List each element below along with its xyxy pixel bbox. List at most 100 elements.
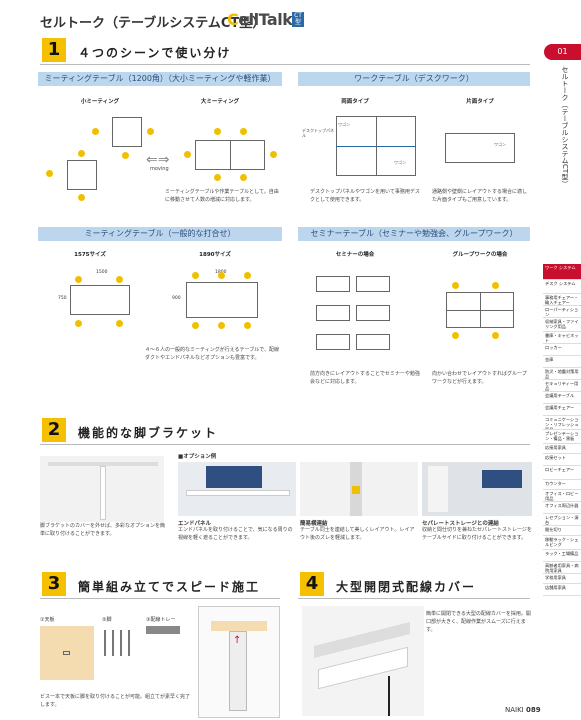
divider: [40, 64, 530, 65]
size-1575-label: 1575サイズ: [74, 252, 106, 258]
part-3-label: ③配線トレー: [146, 617, 176, 623]
tabletop-image: [40, 626, 94, 680]
move-arrow-icon: ⇐⇒: [146, 152, 170, 168]
sidebar-item[interactable]: ワーク システム: [543, 264, 581, 280]
seminar-desk: [356, 276, 390, 292]
single-type-label: 片面タイプ: [466, 99, 494, 105]
panel-label: デスクトップパネル: [302, 128, 334, 138]
table-diagram: [112, 117, 142, 147]
section-4-title: 大型開閉式配線カバー: [336, 580, 477, 594]
cover-description: 簡単に開閉できる大型の配線カバーを採用。開口部が大きく、配線作業がスムーズに行え…: [426, 611, 531, 633]
page-number: 089: [525, 706, 541, 714]
section-3-title: 簡単組み立てでスピード施工: [78, 580, 261, 594]
sidebar-item[interactable]: ロッカー: [543, 344, 581, 356]
seminar-desk: [316, 276, 350, 292]
sidebar-item[interactable]: 間仕切り: [543, 526, 581, 536]
large-meeting-label: 大ミーティング: [200, 99, 240, 105]
option-heading: ■オプション例: [178, 454, 217, 460]
chair-dot: [492, 332, 499, 339]
sidebar-item[interactable]: ラック・工場備品: [543, 550, 581, 562]
section-3-number: 3: [42, 572, 66, 596]
seminar-band: セミナーテーブル（セミナーや勉強会、グループワーク）: [298, 227, 530, 241]
option-1-title: エンドパネル: [178, 521, 212, 527]
chair-dot: [78, 150, 85, 157]
chair-dot: [214, 128, 221, 135]
section-2-title: 機能的な脚ブラケット: [78, 426, 219, 440]
cable-cover-image: [302, 606, 424, 716]
table-diagram: [67, 160, 97, 190]
height-dimension: 750: [58, 296, 67, 301]
moving-label: moving: [150, 166, 169, 172]
table-joint: [446, 310, 514, 311]
sidebar-item[interactable]: カウンター: [543, 480, 581, 490]
bracket-photo: [40, 456, 164, 522]
chair-dot: [192, 322, 199, 329]
assembly-detail-image: ↑: [198, 606, 280, 718]
part-1-label: ①天板: [40, 617, 55, 623]
chair-dot: [244, 272, 251, 279]
wagon-label: ワゴン: [494, 142, 506, 147]
meeting1-description: ミーティングテーブルや作業テーブルとして。自由に移動させて人数の増減に対応します…: [165, 189, 279, 203]
chair-dot: [218, 272, 225, 279]
sidebar-item[interactable]: 高齢者用家具・病院用家具: [543, 562, 581, 574]
chair-dot: [214, 174, 221, 181]
seminar-desk: [356, 305, 390, 321]
divider: [40, 444, 530, 445]
section-1-title: ４つのシーンで使い分け: [78, 46, 232, 60]
table-1575-diagram: [70, 285, 130, 315]
chair-dot: [46, 170, 53, 177]
sidebar-item[interactable]: オフィス周辺什器: [543, 502, 581, 514]
chapter-tab[interactable]: 01: [544, 44, 581, 60]
table-joint: [230, 140, 231, 170]
sidebar-item[interactable]: レセプション・演台: [543, 514, 581, 526]
divider: [40, 598, 280, 599]
option-3-description: 収納と間仕切りを兼ねたセパレートストレージをテーブルサイドに取り付けることができ…: [422, 527, 532, 541]
sidebar-item[interactable]: 店舗用家具: [543, 584, 581, 596]
seminar-desk: [316, 305, 350, 321]
sidebar-item[interactable]: オフィス・ロビー用品: [543, 490, 581, 502]
size-1890-label: 1890サイズ: [199, 252, 231, 258]
chapter-vertical-title: セルトーク（テーブルシステムCT型）: [561, 66, 569, 188]
sidebar-item[interactable]: 防災・地震対策用品: [543, 368, 581, 380]
sidebar-item[interactable]: 応接用家具: [543, 444, 581, 454]
arrow-up-icon: ↑: [233, 635, 242, 646]
legs-image: [104, 630, 134, 658]
endpanel-photo: [178, 462, 296, 516]
sidebar-item[interactable]: コミュニケーション・リフレッシュ家具: [543, 416, 581, 430]
chair-dot: [92, 128, 99, 135]
sidebar-item[interactable]: 金庫: [543, 356, 581, 368]
small-meeting-label: 小ミーティング: [80, 99, 120, 105]
sidebar-item[interactable]: 会議用チェアー: [543, 404, 581, 416]
single-desk-diagram: [445, 133, 515, 163]
chair-dot: [244, 322, 251, 329]
width-dimension: 1500: [96, 270, 108, 275]
sidebar-item[interactable]: 学校用家具: [543, 574, 581, 584]
section-1-number: 1: [42, 38, 66, 62]
sidebar-item[interactable]: 移動ラック・シェルビング: [543, 536, 581, 550]
chair-dot: [192, 272, 199, 279]
sidebar-item[interactable]: 事務用チェアー・輸入チェアー: [543, 294, 581, 306]
work-description-2: 通路側や壁側にレイアウトする場合に適した片面タイプもご用意しています。: [432, 189, 528, 203]
sidebar-item[interactable]: ロビーチェアー: [543, 466, 581, 480]
sidebar-item[interactable]: プレゼンテーション・備品・黒板: [543, 430, 581, 444]
option-2-title: 簡易横連結: [300, 521, 328, 527]
sidebar-item[interactable]: セキュリティー用品: [543, 380, 581, 392]
chair-dot: [218, 322, 225, 329]
sidebar-item[interactable]: ローパーティション: [543, 306, 581, 318]
ct-badge: CT型: [292, 12, 304, 27]
seminar-desk: [356, 334, 390, 350]
connector-photo: [300, 462, 418, 516]
brand-logo: CellTalk: [227, 10, 293, 29]
chair-dot: [75, 320, 82, 327]
work-description-1: デスクトップパネルやワゴンを用いて事務用デスクとして使用できます。: [310, 189, 420, 203]
chair-dot: [78, 194, 85, 201]
sidebar-item[interactable]: 会議用テーブル: [543, 392, 581, 404]
sidebar-item[interactable]: 収納家具・ファイリング用品: [543, 318, 581, 332]
option-3-title: セパレートストレージとの連結: [422, 521, 499, 527]
sidebar-item[interactable]: デスク システム: [543, 280, 581, 294]
sidebar-item[interactable]: 応接セット: [543, 454, 581, 466]
sidebar-item[interactable]: 書庫・キャビネット: [543, 332, 581, 344]
chair-dot: [492, 282, 499, 289]
wagon-label: ワゴン: [338, 122, 350, 127]
groupwork-label: グループワークの場合: [452, 252, 508, 258]
